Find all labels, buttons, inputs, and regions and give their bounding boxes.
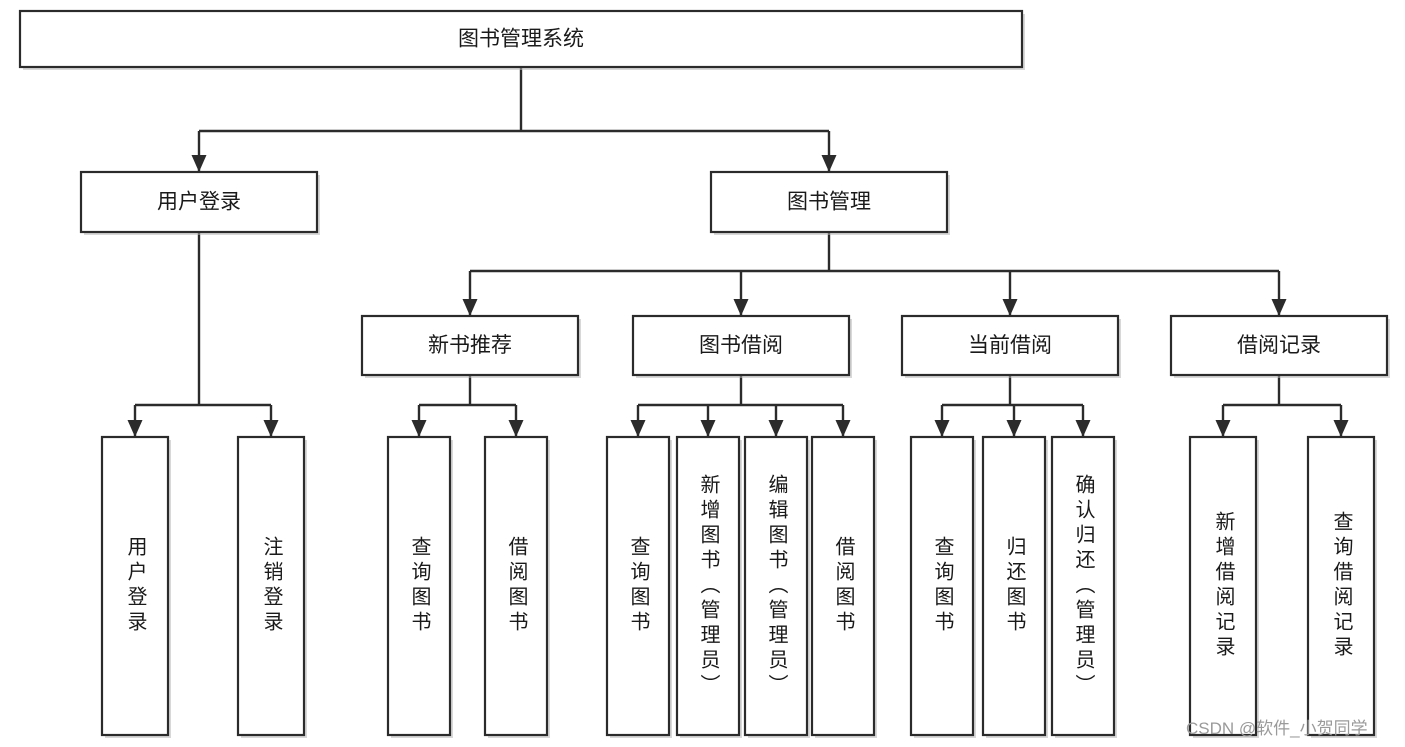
node-label-new-book-recommend: 新书推荐 bbox=[428, 334, 512, 357]
node-label-user-login: 用户登录 bbox=[157, 191, 241, 214]
node-leaf-add-book-admin[interactable] bbox=[675, 435, 742, 738]
node-leaf-query-book-borrow[interactable] bbox=[605, 435, 672, 738]
arrow-head-icon bbox=[1215, 420, 1231, 437]
node-book-manage[interactable] bbox=[709, 170, 950, 235]
csdn-watermark: CSDN @软件_小贺同学 bbox=[1186, 719, 1368, 738]
node-leaf-return-book[interactable] bbox=[981, 435, 1048, 738]
arrow-head-icon bbox=[1002, 299, 1018, 316]
connector-edge-recommend-to-leaves bbox=[411, 375, 524, 437]
node-label-root: 图书管理系统 bbox=[458, 28, 584, 51]
arrow-head-icon bbox=[700, 420, 716, 437]
node-root[interactable] bbox=[18, 9, 1025, 70]
arrow-head-icon bbox=[508, 420, 524, 437]
node-borrow-record[interactable] bbox=[1169, 314, 1390, 378]
arrow-head-icon bbox=[821, 155, 837, 172]
node-leaf-query-book-recommend[interactable] bbox=[386, 435, 453, 738]
arrow-head-icon bbox=[411, 420, 427, 437]
arrow-head-icon bbox=[263, 420, 279, 437]
node-box-layer bbox=[18, 9, 1390, 738]
node-label-borrow-record: 借阅记录 bbox=[1237, 334, 1321, 357]
arrow-head-icon bbox=[1075, 420, 1091, 437]
connector-edge-record-to-leaves bbox=[1215, 375, 1349, 437]
connector-edge-userlogin-to-leaves bbox=[127, 232, 279, 437]
arrow-head-icon bbox=[1333, 420, 1349, 437]
arrow-head-icon bbox=[768, 420, 784, 437]
arrow-head-icon bbox=[934, 420, 950, 437]
node-leaf-confirm-return-admin[interactable] bbox=[1050, 435, 1117, 738]
node-leaf-query-borrow-record[interactable] bbox=[1306, 435, 1377, 738]
node-leaf-query-book-current[interactable] bbox=[909, 435, 976, 738]
arrow-head-icon bbox=[1006, 420, 1022, 437]
arrow-head-icon bbox=[462, 299, 478, 316]
node-leaf-logout-login[interactable] bbox=[236, 435, 307, 738]
node-book-borrow[interactable] bbox=[631, 314, 852, 378]
connector-layer bbox=[127, 67, 1349, 437]
arrow-head-icon bbox=[733, 299, 749, 316]
node-label-current-borrow: 当前借阅 bbox=[968, 334, 1052, 357]
node-leaf-borrow-book[interactable] bbox=[810, 435, 877, 738]
arrow-head-icon bbox=[191, 155, 207, 172]
connector-edge-current-to-leaves bbox=[934, 375, 1091, 437]
connector-edge-bookmanage-to-level3 bbox=[462, 232, 1287, 316]
node-leaf-user-login[interactable] bbox=[100, 435, 171, 738]
node-leaf-add-borrow-record[interactable] bbox=[1188, 435, 1259, 738]
node-leaf-borrow-book-recommend[interactable] bbox=[483, 435, 550, 738]
node-label-book-manage: 图书管理 bbox=[787, 191, 871, 214]
node-label-book-borrow: 图书借阅 bbox=[699, 334, 783, 357]
arrow-head-icon bbox=[835, 420, 851, 437]
node-new-book-recommend[interactable] bbox=[360, 314, 581, 378]
node-user-login[interactable] bbox=[79, 170, 320, 235]
node-leaf-edit-book-admin[interactable] bbox=[743, 435, 810, 738]
arrow-head-icon bbox=[127, 420, 143, 437]
connector-edge-root-to-level2 bbox=[191, 67, 837, 172]
arrow-head-icon bbox=[1271, 299, 1287, 316]
arrow-head-icon bbox=[630, 420, 646, 437]
connector-edge-borrow-to-leaves bbox=[630, 375, 851, 437]
node-current-borrow[interactable] bbox=[900, 314, 1121, 378]
